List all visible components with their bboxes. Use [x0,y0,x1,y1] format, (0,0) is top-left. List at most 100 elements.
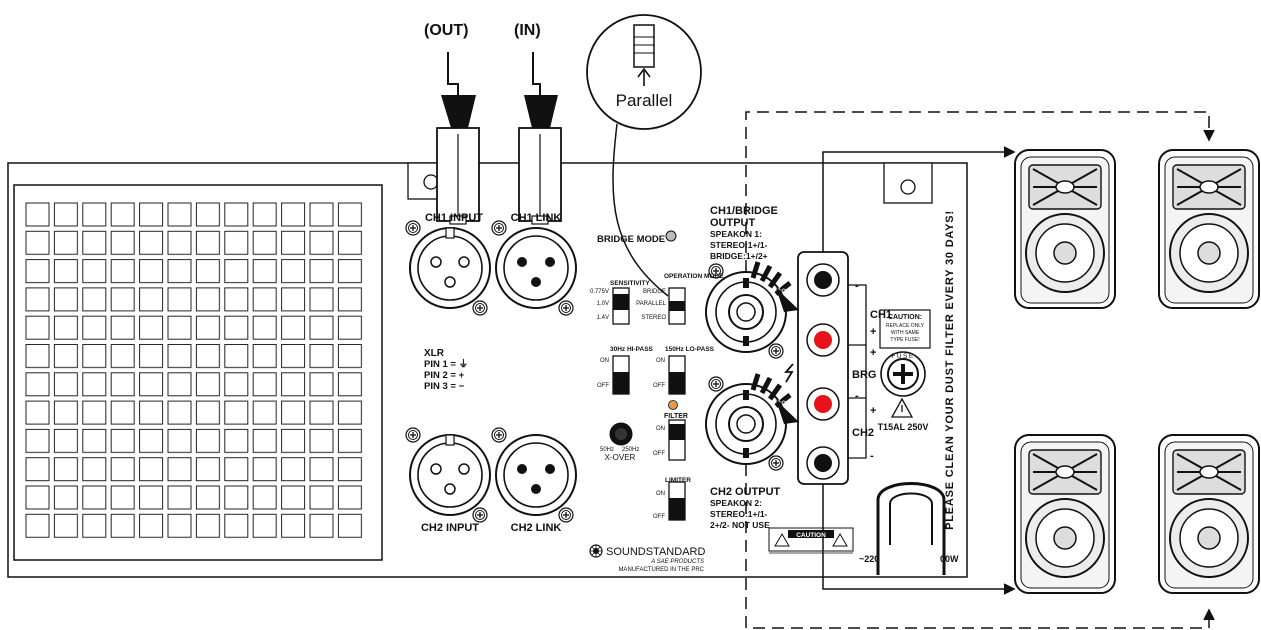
speaker-bottom-left [1014,434,1116,594]
xlr-cable-out [436,52,480,225]
lock-arrow-icon [750,373,799,424]
sensitivity-switch[interactable] [612,287,630,325]
manufactured-note: MANUFACTURED IN THE PRC [618,567,704,573]
ch2-stereo-pinout: STEREO:1+/1- [710,509,768,519]
in-cable-label: (IN) [514,22,541,39]
hipass-label: 30Hz HI-PASS [610,346,654,353]
power-cord [876,482,946,575]
operation-mode-parallel: PARALLEL [636,301,667,307]
ch2-input-label: CH2 INPUT [421,522,479,534]
bolt-icon [784,363,794,383]
brand-subtitle: A SAE PRODUCTS [650,559,704,565]
ch2-link-jack[interactable] [495,434,577,516]
fuse-caution-line-2: WITH SAME [891,330,920,336]
speaker-bottom-right [1158,434,1260,594]
sensitivity-option-10: 1.0V [597,301,609,307]
ch2-minus-terminal[interactable] [814,454,832,472]
sensitivity-label: SENSITIVITY [610,280,650,287]
ch1-link-jack[interactable] [495,227,577,309]
bridge-label: BRG [852,369,876,381]
sensitivity-option-14: 1.4V [597,315,609,321]
ch2-not-use-note: 2+/2- NOT USE [710,520,770,530]
ch2-output-title: CH2 OUTPUT [710,486,781,498]
brand-logo-icon [589,544,603,558]
xlr-pin-2: PIN 2 = + [424,370,465,381]
xover-min: 50Hz [600,447,614,453]
ch2-minus-bottom-sign: - [870,450,874,462]
limiter-switch[interactable] [668,481,686,521]
caution-title: CAUTION [796,532,826,539]
dust-filter-warning: PLEASE CLEAN YOUR DUST FILTER EVERY 30 D… [944,210,956,530]
ch1-input-jack[interactable] [409,227,491,309]
ch1-link-label: CH1 LINK [511,212,562,224]
ch1-speakon-label: SPEAKON 1: [710,229,762,239]
callout-switch-icon [633,24,655,68]
hipass-switch[interactable] [612,355,630,395]
ch1-plus-terminal[interactable] [814,331,832,349]
ch1-stereo-pinout: STEREO:1+/1- [710,240,768,250]
xlr-pin-3: PIN 3 = − [424,381,465,392]
filter-switch[interactable] [668,419,686,461]
lopass-on: ON [656,358,665,364]
ch1-minus-terminal[interactable] [814,271,832,289]
ch1-output-title: CH1/BRIDGE [710,205,778,217]
lopass-switch[interactable] [668,355,686,395]
lopass-label: 150Hz LO-PASS [665,346,715,353]
ch1-plus-sign: + [870,326,876,338]
fuse-label: FUSE [891,353,914,360]
power-spec-right: 00W [940,554,959,564]
ch1-input-label: CH1 INPUT [425,212,483,224]
operation-mode-stereo: STEREO [641,315,666,321]
ch1-bridge-pinout: BRIDGE:1+/2+ [710,251,768,261]
ch1-output-subtitle: OUTPUT [710,217,756,229]
ch1-channel-label: CH1 [870,309,892,321]
fuse-caution-title: CAUTION: [888,314,922,321]
xover-label: X-OVER [605,453,636,462]
warning-triangle-icon [890,397,914,418]
ch2-link-label: CH2 LINK [511,522,562,534]
filter-label: FILTER [664,413,688,420]
limiter-on: ON [656,491,665,497]
brand-name: SOUNDSTANDARD [606,546,705,558]
power-spec-left: ~220 [859,554,879,564]
xlr-cable-in [518,52,562,225]
out-cable-label: (OUT) [424,22,468,39]
operation-mode-bridge: BRIDGE [643,289,666,295]
fuse-caution-box [879,309,931,349]
lopass-off: OFF [653,383,665,389]
warning-label [768,527,854,554]
sensitivity-option-0775: 0.775V [590,289,609,295]
speaker-top-right [1158,149,1260,309]
speaker-wiring [745,111,1215,629]
bridge-mode-led [665,230,677,242]
ch2-minus-sign: - [855,390,859,402]
speaker-top-left [1014,149,1116,309]
parallel-label: Parallel [616,91,673,110]
lock-arrow-icon [750,261,799,312]
ch2-plus-sign: + [870,405,876,417]
bridge-mode-label: BRIDGE MODE [597,234,665,245]
fuse-holder[interactable] [880,351,926,397]
ch2-input-jack[interactable] [409,434,491,516]
bridge-plus-sign: + [870,347,876,359]
filter-led [668,400,678,410]
xlr-pinout-title: XLR [424,348,445,359]
filter-off: OFF [653,451,665,457]
hipass-off: OFF [597,383,609,389]
operation-mode-switch[interactable] [668,287,686,325]
fuse-caution-line-1: REPLACE ONLY [886,323,925,329]
hipass-on: ON [600,358,609,364]
ch2-plus-terminal[interactable] [814,395,832,413]
xover-max: 250Hz [622,447,639,453]
fuse-rating: T15AL 250V [878,422,929,432]
ch2-channel-label: CH2 [852,427,874,439]
operation-mode-label: OPERATION MODE [664,273,724,280]
limiter-label: LIMITER [665,477,691,484]
xlr-pin-1: PIN 1 = ⏚ [424,359,468,370]
limiter-off: OFF [653,514,665,520]
fuse-caution-line-3: TYPE FUSE! [890,337,919,343]
filter-on: ON [656,426,665,432]
ch1-minus-sign: - [855,280,859,292]
ch2-speakon-label: SPEAKON 2: [710,498,762,508]
